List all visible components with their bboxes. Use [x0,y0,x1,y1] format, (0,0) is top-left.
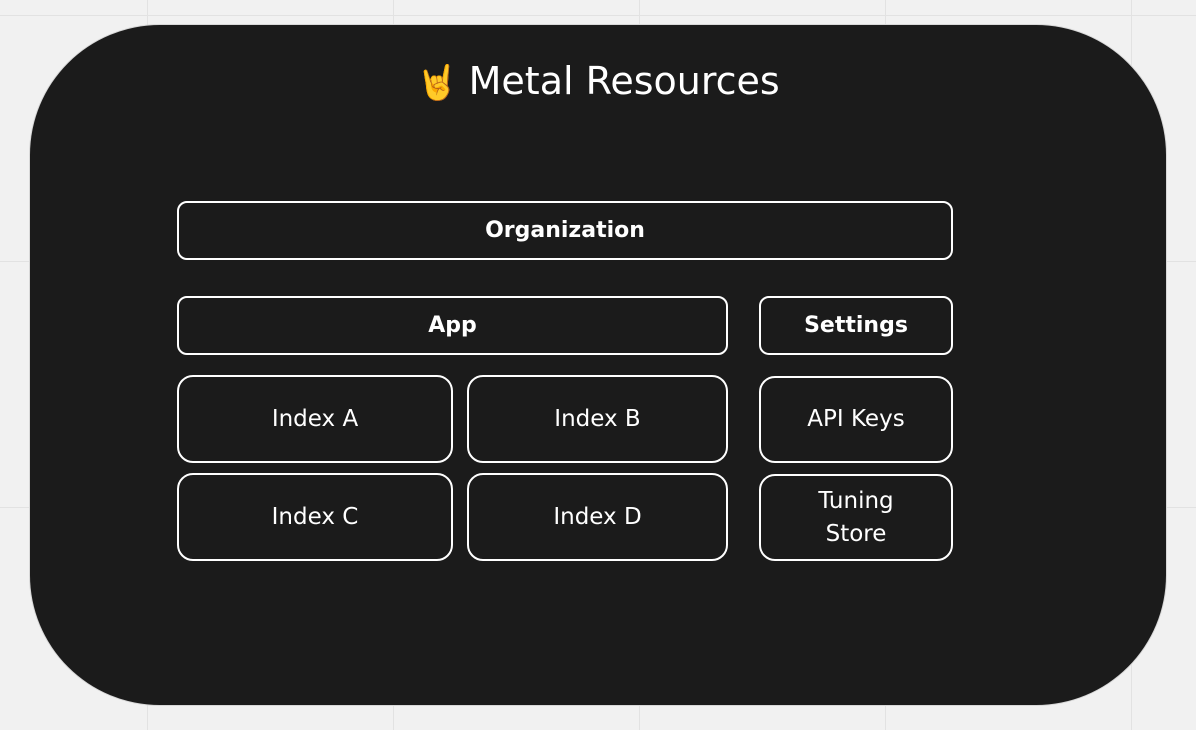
app-node[interactable]: App [177,296,728,355]
index-c-node[interactable]: Index C [177,473,453,561]
organization-node[interactable]: Organization [177,201,953,260]
api-keys-node[interactable]: API Keys [759,376,953,463]
diagram-title: 🤘Metal Resources [30,55,1166,109]
settings-node[interactable]: Settings [759,296,953,355]
diagram-title-text: Metal Resources [468,59,780,103]
tuning-store-node[interactable]: Tuning Store [759,474,953,561]
index-b-node[interactable]: Index B [467,375,728,463]
sign-of-the-horns-icon: 🤘 [416,63,459,103]
metal-resources-panel: 🤘Metal Resources Organization App Settin… [30,25,1166,705]
index-d-node[interactable]: Index D [467,473,728,561]
index-a-node[interactable]: Index A [177,375,453,463]
